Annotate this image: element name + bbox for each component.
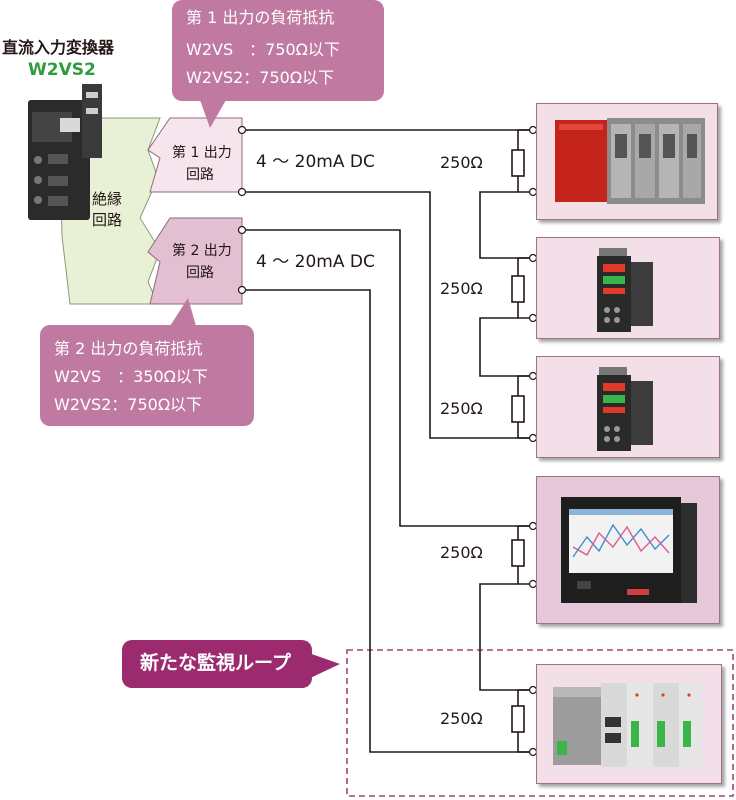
loop-label-tail [306, 652, 340, 680]
output2-load-callout: 第 2 出力の負荷抵抗 W2VS ：350Ω以下 W2VS2：750Ω以下 [40, 325, 254, 426]
new-loop-dashed-box [346, 649, 734, 797]
converter-title: 直流入力変換器 [2, 38, 115, 57]
controller-image [597, 248, 653, 332]
callout1-title: 第 1 出力の負荷抵抗 [186, 8, 335, 27]
output2-block [147, 217, 243, 305]
callout1-tail [200, 100, 226, 128]
output2-label-line1: 第 2 出力 [172, 243, 232, 259]
resistor-label: 250Ω [440, 543, 483, 562]
isolation-label-line2: 回路 [92, 211, 123, 229]
io-module-device [536, 664, 722, 784]
output1-load-callout: 第 1 出力の負荷抵抗 W2VS ：750Ω以下 W2VS2：750Ω以下 [172, 0, 384, 101]
callout1-w2vs2: W2VS2：750Ω以下 [186, 68, 335, 87]
new-monitoring-loop-label: 新たな監視ループ [122, 640, 312, 688]
resistor-label: 250Ω [440, 709, 483, 728]
callout2-w2vs: W2VS ：350Ω以下 [54, 367, 208, 386]
callout1-w2vs: W2VS ：750Ω以下 [186, 40, 340, 59]
converter-model: W2VS2 [28, 60, 96, 80]
controller-device [536, 237, 720, 339]
plc-device [536, 103, 718, 220]
output1-block [147, 117, 243, 193]
wires [242, 129, 533, 753]
callout2-title: 第 2 出力の負荷抵抗 [54, 339, 203, 358]
resistor-label: 250Ω [440, 153, 483, 172]
output1-label-line1: 第 1 出力 [172, 145, 232, 161]
plc-image [555, 118, 705, 204]
resistor-bodies [511, 149, 525, 733]
output1-label-line2: 回路 [186, 167, 214, 183]
converter-image [28, 84, 102, 220]
recorder-device [536, 476, 720, 624]
resistor-label: 250Ω [440, 279, 483, 298]
recorder-image [561, 497, 697, 603]
output2-signal: 4 ～ 20mA DC [256, 252, 375, 272]
controller-device [536, 356, 720, 458]
output1-signal: 4 ～ 20mA DC [256, 152, 375, 172]
io-module-image [553, 683, 703, 767]
resistor-label: 250Ω [440, 399, 483, 418]
output2-label-line2: 回路 [186, 265, 214, 281]
callout2-tail [170, 298, 196, 326]
isolation-label-line1: 絶縁 [92, 190, 123, 208]
callout2-w2vs2: W2VS2：750Ω以下 [54, 395, 203, 414]
controller-image [597, 367, 653, 451]
